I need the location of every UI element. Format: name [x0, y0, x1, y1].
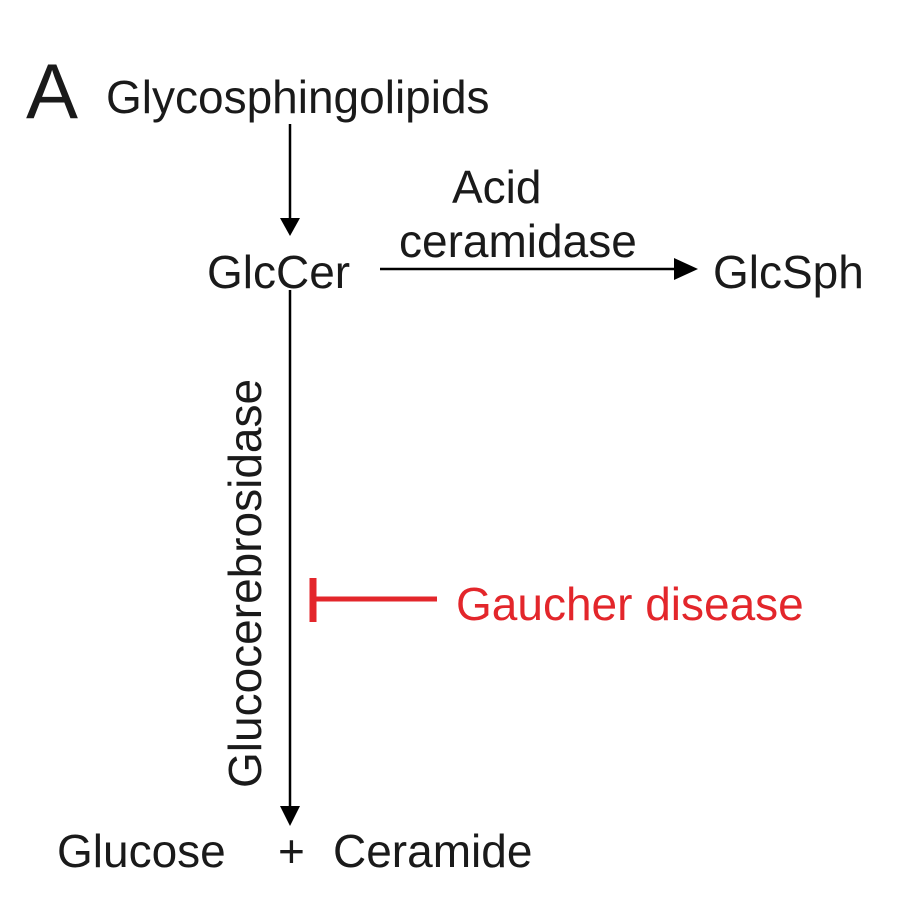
- node-glcsph: GlcSph: [713, 246, 864, 298]
- node-glccer: GlcCer: [207, 246, 351, 298]
- arrowhead-glcsph: [674, 258, 698, 280]
- panel-label: A: [26, 47, 79, 135]
- enzyme-glucocerebrosidase: Glucocerebrosidase: [219, 378, 271, 788]
- inhibition-label: Gaucher disease: [456, 578, 804, 630]
- arrowhead-glucose-ceramide: [280, 806, 300, 826]
- enzyme-acid-line1: Acid: [452, 161, 542, 213]
- arrowhead-glccer: [280, 218, 300, 236]
- plus-sign: +: [278, 825, 305, 877]
- node-ceramide: Ceramide: [333, 825, 533, 877]
- node-glucose: Glucose: [57, 825, 226, 877]
- enzyme-acid-line2: ceramidase: [399, 215, 637, 267]
- node-glycosphingolipids: Glycosphingolipids: [106, 71, 490, 123]
